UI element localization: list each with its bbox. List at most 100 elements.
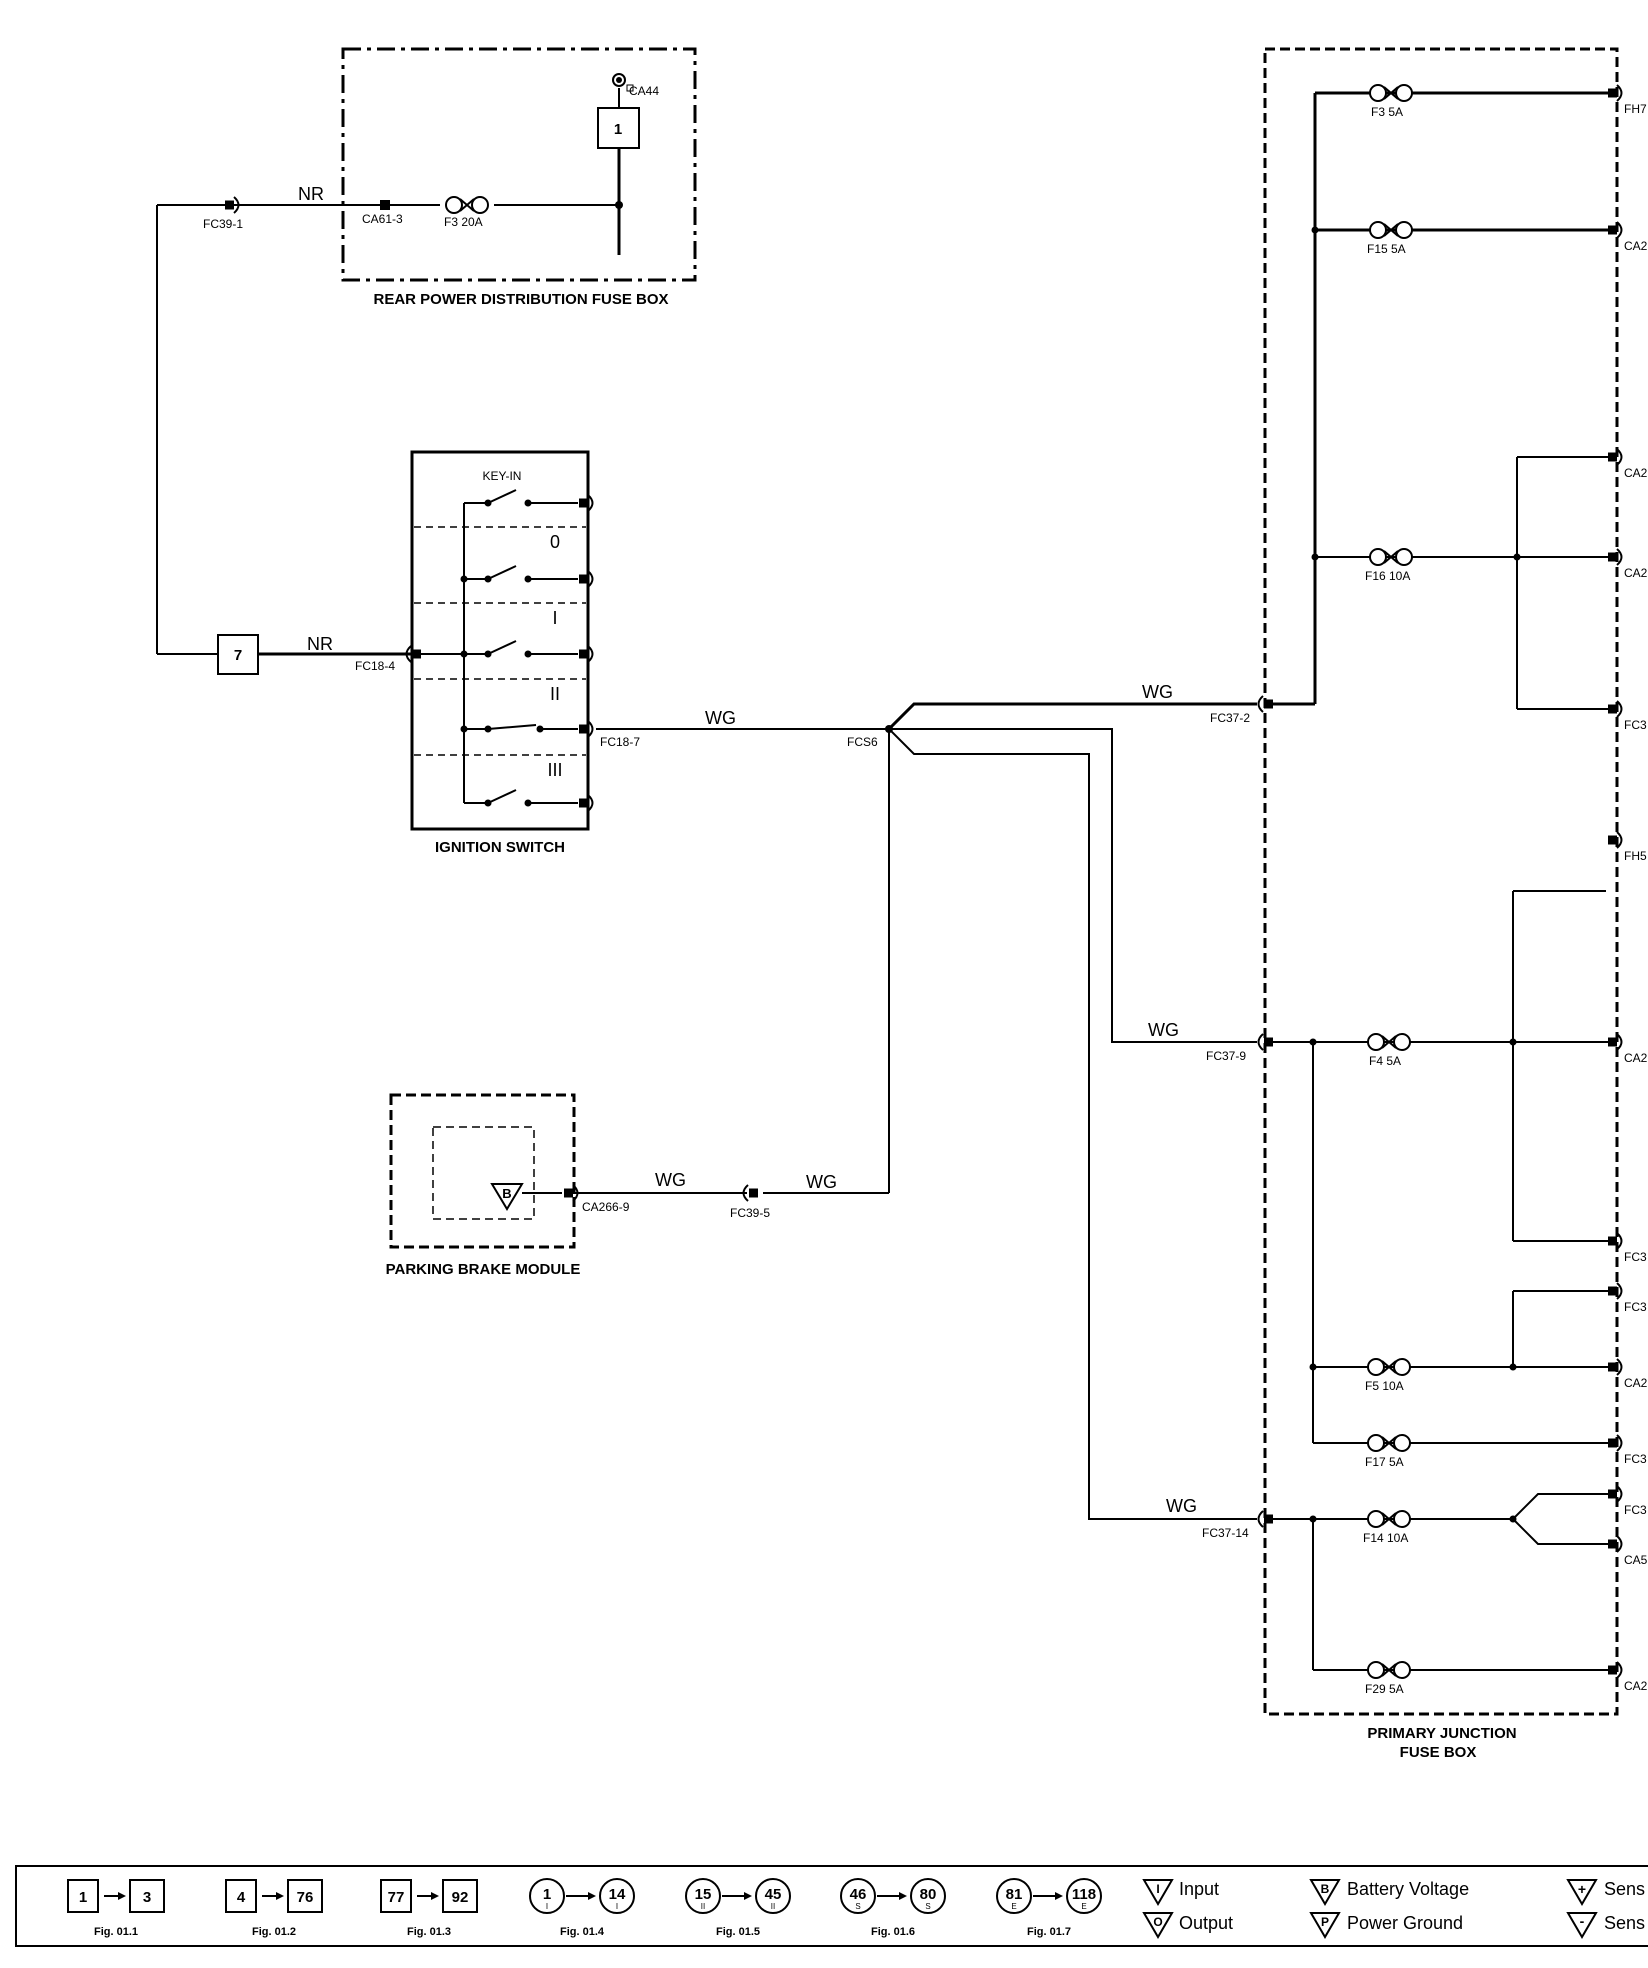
legend-from-number: 15 xyxy=(695,1886,712,1903)
right-edge-label: FC3 xyxy=(1624,1503,1647,1517)
legend-sensor-plus: + Sens xyxy=(1566,1879,1645,1906)
arrow-right-icon xyxy=(588,1892,596,1900)
right-edge-label: CA2 xyxy=(1624,566,1648,580)
legend-fig-caption: Fig. 01.1 xyxy=(94,1926,138,1938)
legend-fig-caption: Fig. 01.6 xyxy=(871,1926,915,1938)
legend-to-number: 45 xyxy=(765,1886,782,1903)
wg-wires xyxy=(570,702,1257,1520)
legend-from-number: 1 xyxy=(79,1889,87,1906)
sensor-plus-icon xyxy=(1566,1879,1598,1906)
ref-square-icon xyxy=(67,1879,99,1913)
right-connector-icon xyxy=(1607,1485,1623,1503)
legend-sub-mark: II xyxy=(771,1902,775,1911)
position-ii: II xyxy=(550,684,560,704)
legend-input-label: Input xyxy=(1179,1879,1219,1899)
sensor-minus-icon xyxy=(1566,1912,1598,1939)
switch-ii-icon xyxy=(464,720,594,738)
fuse-f4: F4 5A xyxy=(1369,1054,1401,1068)
input-icon xyxy=(1142,1879,1174,1906)
primary-junction-title-2: FUSE BOX xyxy=(1400,1744,1477,1761)
legend-fig-caption: Fig. 01.3 xyxy=(407,1926,451,1938)
connector-fc37-14: FC37-14 xyxy=(1202,1526,1249,1540)
ref-square-icon xyxy=(442,1879,478,1913)
connector-fc39-1: FC39-1 xyxy=(203,217,243,231)
fuse-icon-f15 xyxy=(1369,221,1413,239)
legend-to-number: 76 xyxy=(297,1889,314,1906)
wire-color-wg-fc37-14: WG xyxy=(1166,1496,1197,1516)
legend-sub-mark: I xyxy=(616,1902,618,1911)
legend-sub-mark: E xyxy=(1081,1902,1086,1911)
fuse-icon-f29 xyxy=(1367,1661,1411,1679)
wire-color-wg-fc39-5: WG xyxy=(806,1172,837,1192)
ref-circle-icon xyxy=(755,1878,791,1914)
right-edge-label: FC3 xyxy=(1624,1300,1647,1314)
input-symbol: I xyxy=(1156,1882,1159,1896)
primary-junction-fuse-box: PRIMARY JUNCTION FUSE BOX FC37-2 FC37-9 … xyxy=(1202,47,1648,1761)
legend-sub-mark: S xyxy=(855,1902,860,1911)
battery-voltage-icon: B xyxy=(490,1183,524,1211)
position-key-in: KEY-IN xyxy=(483,469,522,483)
right-edge-label: FC3 xyxy=(1624,718,1647,732)
right-connector-icon xyxy=(1607,1232,1623,1250)
legend-fig-caption: Fig. 01.5 xyxy=(716,1926,760,1938)
wire-color-nr-bottom: NR xyxy=(307,634,333,654)
legend-sub-mark: I xyxy=(546,1902,548,1911)
right-connector-icon xyxy=(1607,548,1623,566)
legend-output-label: Output xyxy=(1179,1913,1233,1933)
connector-ca266-9: CA266-9 xyxy=(582,1200,630,1214)
legend-sub-mark: E xyxy=(1011,1902,1016,1911)
legend-sens-minus-label: Sens xyxy=(1604,1913,1645,1933)
right-connector-icon xyxy=(1607,448,1623,466)
legend-fig-caption: Fig. 01.7 xyxy=(1027,1926,1071,1938)
fuse-icon-f17 xyxy=(1367,1434,1411,1452)
connector-fc18-7: FC18-7 xyxy=(600,735,640,749)
legend-from-number: 46 xyxy=(850,1886,867,1903)
arrow-right-icon xyxy=(1055,1892,1063,1900)
connector-fc37-2: FC37-2 xyxy=(1210,711,1250,725)
ref-circle-icon xyxy=(840,1878,876,1914)
ref-circle-icon xyxy=(529,1878,565,1914)
right-connector-icon xyxy=(1607,1661,1623,1679)
right-connector-icon xyxy=(1607,221,1623,239)
ca61-3-connector-icon xyxy=(380,200,390,210)
sensor-plus-symbol: + xyxy=(1578,1881,1586,1897)
arrow-right-icon xyxy=(276,1892,284,1900)
switch-0-icon xyxy=(464,565,594,588)
wire-color-wg-module: WG xyxy=(655,1170,686,1190)
right-edge-label: CA2 xyxy=(1624,239,1648,253)
legend-ground-label: Power Ground xyxy=(1347,1913,1463,1933)
wire-color-nr-top: NR xyxy=(298,184,324,204)
legend-input: I Input xyxy=(1142,1879,1219,1906)
fuse-icon-rear-f3 xyxy=(445,196,489,214)
right-edge-label: FH7 xyxy=(1624,102,1647,116)
position-0: 0 xyxy=(550,532,560,552)
right-connector-icon xyxy=(1607,831,1623,849)
connector-fc18-4: FC18-4 xyxy=(355,659,395,673)
ignition-switch-title: IGNITION SWITCH xyxy=(435,839,565,856)
ground-legend-symbol: P xyxy=(1321,1915,1329,1929)
legend-from-number: 77 xyxy=(388,1889,405,1906)
ignition-switch: IGNITION SWITCH KEY-IN 0 I II III xyxy=(405,450,640,856)
legend-battery-label: Battery Voltage xyxy=(1347,1879,1469,1899)
ref-square-icon xyxy=(380,1879,412,1913)
fcs6-splice-icon xyxy=(885,725,893,733)
wire-color-wg-fc37-9: WG xyxy=(1148,1020,1179,1040)
right-edge-label: CA2 xyxy=(1624,1051,1648,1065)
right-connector-icon xyxy=(1607,1282,1623,1300)
parking-brake-module: PARKING BRAKE MODULE B CA266-9 FC39-5 WG… xyxy=(386,1093,837,1278)
right-connector-icon xyxy=(1607,1535,1623,1553)
fuse-f14: F14 10A xyxy=(1363,1531,1408,1545)
right-connector-icon xyxy=(1607,1434,1623,1452)
right-edge-label: FC3 xyxy=(1624,1250,1647,1264)
legend-from-number: 1 xyxy=(543,1886,551,1903)
ref-circle-icon xyxy=(685,1878,721,1914)
battery-legend-symbol: B xyxy=(1321,1882,1330,1896)
